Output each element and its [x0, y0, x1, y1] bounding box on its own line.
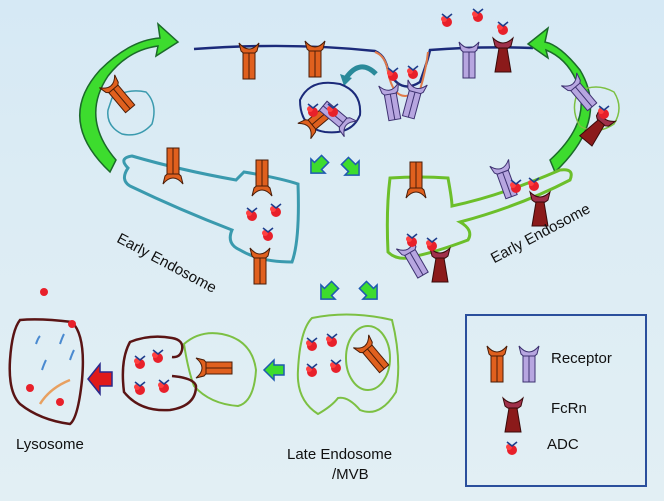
early-endosome-right: [385, 168, 573, 260]
legend-label-adc: ADC: [547, 436, 579, 453]
surface-fcrn: [492, 37, 514, 73]
late-endosome-mvb: [296, 313, 400, 416]
fusion-adc-4: [157, 379, 170, 394]
fusion-adc-3: [133, 381, 146, 396]
ee-right-adc-4: [425, 237, 438, 252]
label-late-endosome: Late Endosome: [287, 446, 393, 463]
vesicle-adc-1: [306, 103, 319, 118]
degraded-linker: [38, 378, 71, 405]
label-mvb: /MVB: [332, 466, 369, 483]
legend-fcrn-icon: [502, 397, 524, 433]
lysosome: [8, 318, 85, 426]
legend-label-fcrn: FcRn: [551, 400, 587, 417]
mvb-adc-3: [305, 363, 318, 378]
arrow-mvb-to-fusion: [263, 359, 285, 381]
intraluminal-vesicle: [345, 325, 391, 391]
arrow-to-ee-left: [303, 151, 333, 181]
degraded-antibody-fragments: [35, 333, 75, 371]
fusion-receptor: [195, 357, 233, 379]
mvb-adc-4: [329, 359, 342, 374]
pit-adc-2: [406, 65, 419, 80]
budding-curved-arrow: [343, 64, 378, 80]
legend-receptor-orange-icon: [486, 345, 508, 383]
legend-receptor-purple-icon: [518, 345, 540, 383]
ee-left-adc-3: [261, 227, 274, 242]
early-endosome-left-receptor-3: [249, 247, 271, 285]
recycling-vesicle-right: [573, 86, 620, 132]
mvb-adc-2: [325, 333, 338, 348]
ee-right-adc-3: [405, 233, 418, 248]
early-endosome-right-fcrn-2: [429, 247, 451, 283]
released-payload: [26, 288, 76, 406]
surface-receptor-orange-1: [238, 42, 260, 80]
arrow-to-ee-right: [337, 153, 367, 183]
arrow-fusion-to-lysosome: [87, 361, 113, 397]
legend-label-receptor: Receptor: [551, 350, 612, 367]
legend-adc-icon: [505, 441, 518, 456]
pit-receptor-1: [378, 81, 406, 122]
arrow-ee-right-to-late: [355, 277, 385, 307]
fusing-lysosome: [121, 335, 198, 412]
early-endosome-right-receptor-orange: [405, 161, 427, 199]
recycling-vesicle-left: [107, 90, 155, 136]
fcrn-bound-adc: [496, 21, 509, 36]
arrow-ee-left-to-late: [313, 277, 343, 307]
ee-left-adc-1: [245, 207, 258, 222]
free-adc-1: [440, 13, 453, 28]
fusion-adc-2: [151, 349, 164, 364]
legend: Receptor FcRn ADC: [465, 314, 647, 487]
recycle-arrow-left: [79, 22, 180, 174]
early-endosome-left: [122, 154, 300, 264]
label-lysosome: Lysosome: [16, 436, 84, 453]
fusion-adc-1: [133, 355, 146, 370]
mvb-adc-1: [305, 337, 318, 352]
clathrin-pit-coat: [374, 51, 429, 97]
free-adc-2: [471, 8, 484, 23]
ee-left-adc-2: [269, 203, 282, 218]
